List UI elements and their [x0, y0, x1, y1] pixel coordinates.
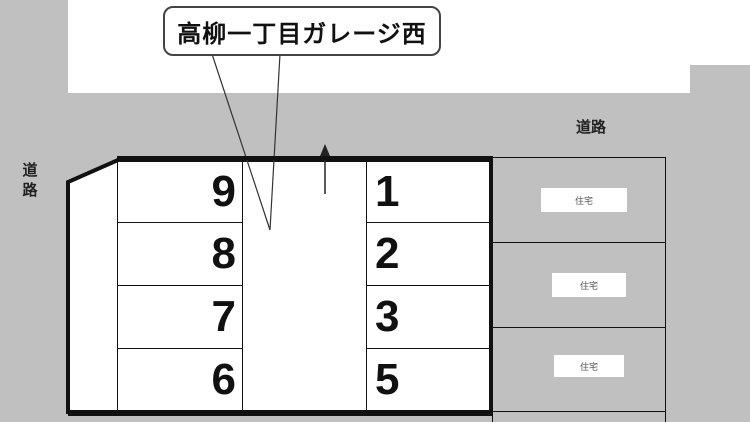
lot-border-right	[489, 156, 493, 414]
parking-slot-8[interactable]: 8	[117, 222, 243, 286]
lot-border-top	[117, 156, 493, 160]
parking-slot-9[interactable]: 9	[117, 158, 243, 223]
parking-slot-1[interactable]: 1	[366, 158, 492, 223]
road-label-right: 道路	[576, 118, 607, 136]
top-white-area-right	[690, 0, 750, 65]
house-label-2: 住宅	[552, 273, 626, 297]
lot-border-bottom	[66, 410, 494, 414]
house-label-3: 住宅	[554, 355, 624, 377]
parking-slot-7[interactable]: 7	[117, 285, 243, 349]
parking-slot-6[interactable]: 6	[117, 348, 243, 412]
slot-number: 8	[211, 229, 236, 278]
parking-slot-5[interactable]: 5	[366, 348, 492, 412]
house-4	[492, 412, 666, 422]
parking-slot-2[interactable]: 2	[366, 222, 492, 286]
slot-number: 6	[211, 355, 236, 404]
house-label-1: 住宅	[541, 188, 627, 212]
slot-number: 5	[375, 355, 400, 404]
slot-number: 7	[211, 292, 236, 341]
road-label-left: 道路	[22, 160, 40, 200]
slot-number: 1	[375, 167, 400, 216]
slot-number: 2	[375, 229, 400, 278]
slot-number: 9	[211, 167, 236, 216]
garage-title: 高柳一丁目ガレージ西	[163, 6, 441, 56]
road-label-left-text: 道路	[22, 161, 38, 199]
slot-number: 3	[375, 292, 400, 341]
parking-slot-3[interactable]: 3	[366, 285, 492, 349]
